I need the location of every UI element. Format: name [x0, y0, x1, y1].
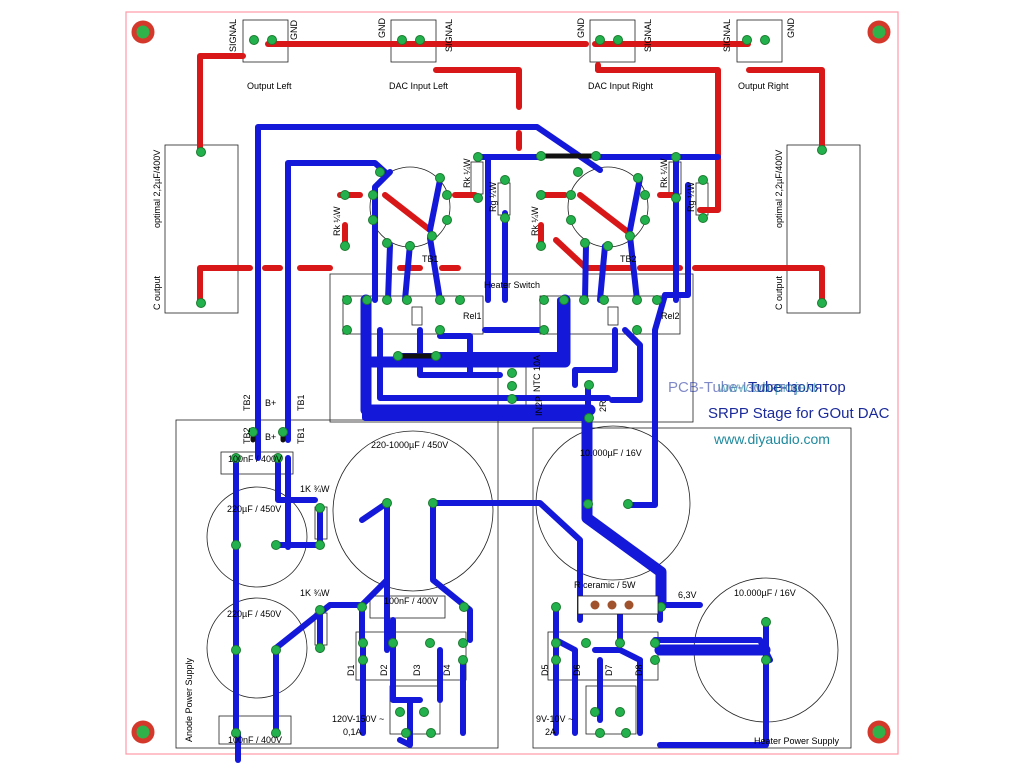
tb1-label-lower: TB1 [296, 427, 306, 444]
diode-d3-label: D3 [412, 664, 422, 676]
v63-label: 6,3V [678, 590, 697, 600]
diode-d2-label: D2 [379, 664, 389, 676]
output-right-label: Output Right [738, 81, 789, 91]
connector-gnd-label: GND [289, 20, 299, 41]
c-anode-bottom-label: 100nF / 400V [228, 735, 282, 745]
relay-rel1-label: Rel1 [463, 311, 482, 321]
connector-gnd-label: GND [576, 18, 586, 39]
title-mirror: PCB-Tube-Ізолятор [668, 379, 802, 396]
rk-label: Rk ¼W [462, 158, 472, 188]
blue-traces [233, 124, 773, 763]
ic-in2p-label: IN2P [534, 396, 544, 416]
heater-input-current: 2A [545, 727, 556, 737]
c-heater-big1-label: 10.000µF / 16V [580, 448, 642, 458]
connector-signal-label: SIGNAL [643, 19, 653, 52]
solder-pads [196, 35, 827, 738]
r2-label: 1K ¾W [300, 588, 330, 598]
output-left-label: Output Left [247, 81, 292, 91]
connector-gnd-label: GND [377, 18, 387, 39]
diode-d7-label: D7 [604, 664, 614, 676]
tb2-label-lower: TB2 [242, 427, 252, 444]
rg-label: Rg ¼W [488, 181, 498, 212]
rk-label: Rk ¼W [659, 158, 669, 188]
c-output-right-label: C output [774, 275, 784, 310]
anode-input-label: 120V-150V ~ [332, 714, 384, 724]
mounting-hole [131, 20, 155, 44]
c-anode-left1-label: 220µF / 450V [227, 504, 281, 514]
diode-d6-label: D6 [572, 664, 582, 676]
url-mirror: www.tvb-projekt [717, 379, 817, 395]
resistor-r-ceramic [577, 595, 659, 615]
c-heater-big2-label: 10.000µF / 16V [734, 588, 796, 598]
c-bridge-label: 100nF / 400V [384, 596, 438, 606]
c-big-anode-label: 220-1000µF / 450V [371, 440, 448, 450]
c-output-right-value: optimal 2,2µF/400V [774, 150, 784, 228]
c-anode-top-label: 100nF / 400V [228, 454, 282, 464]
relay-markers [411, 306, 619, 326]
mounting-holes [131, 20, 891, 744]
url-label: www.diyaudio.com [713, 431, 830, 447]
tb1-label: TB1 [296, 394, 306, 411]
r1-label: 1K ¾W [300, 484, 330, 494]
ntc-label: NTC 10A [532, 355, 542, 392]
rk-label: Rk ¼W [530, 206, 540, 236]
connector-signal-label: SIGNAL [722, 19, 732, 52]
relay-rel2-label: Rel2 [661, 311, 680, 321]
heater-switch-title: Heater Switch [484, 280, 540, 290]
mounting-hole [867, 720, 891, 744]
tube-tb2-label: TB2 [620, 254, 637, 264]
rk-label: Rk ¼W [332, 206, 342, 236]
r-ceramic-label: R ceramic / 5W [574, 580, 636, 590]
title-line1: Tube-Ізолятор [748, 379, 846, 396]
connector-signal-label: SIGNAL [228, 19, 238, 52]
heater-ps-title: Heater Power Supply [754, 736, 840, 746]
diode-d8-label: D8 [634, 664, 644, 676]
labels: SIGNAL GND GND SIGNAL GND SIGNAL SIGNAL … [152, 18, 890, 747]
dac-input-right-label: DAC Input Right [588, 81, 654, 91]
resistor-2r-label: 2R [598, 400, 608, 412]
bplus-label-lower: B+ [265, 432, 276, 442]
bplus-label: B+ [265, 398, 276, 408]
tb2-label: TB2 [242, 394, 252, 411]
connector-gnd-label: GND [786, 18, 796, 39]
wide-blue-traces [360, 294, 771, 656]
tube-tb1-label: TB1 [422, 254, 439, 264]
c-anode-left2-label: 220µF / 450V [227, 609, 281, 619]
diode-d4-label: D4 [442, 664, 452, 676]
diode-d5-label: D5 [540, 664, 550, 676]
c-output-left-label: C output [152, 275, 162, 310]
connector-signal-label: SIGNAL [444, 19, 454, 52]
diode-d1-label: D1 [346, 664, 356, 676]
anode-ps-title: Anode Power Supply [184, 657, 194, 742]
heater-input-label: 9V-10V ~ [536, 714, 573, 724]
mounting-hole [867, 20, 891, 44]
rg-label: Rg ¼W [686, 181, 696, 212]
dac-input-left-label: DAC Input Left [389, 81, 449, 91]
c-output-left-value: optimal 2,2µF/400V [152, 150, 162, 228]
mounting-hole [131, 720, 155, 744]
title-line2: SRPP Stage for GOut DAC [708, 405, 890, 422]
anode-input-current: 0,1A [343, 727, 362, 737]
